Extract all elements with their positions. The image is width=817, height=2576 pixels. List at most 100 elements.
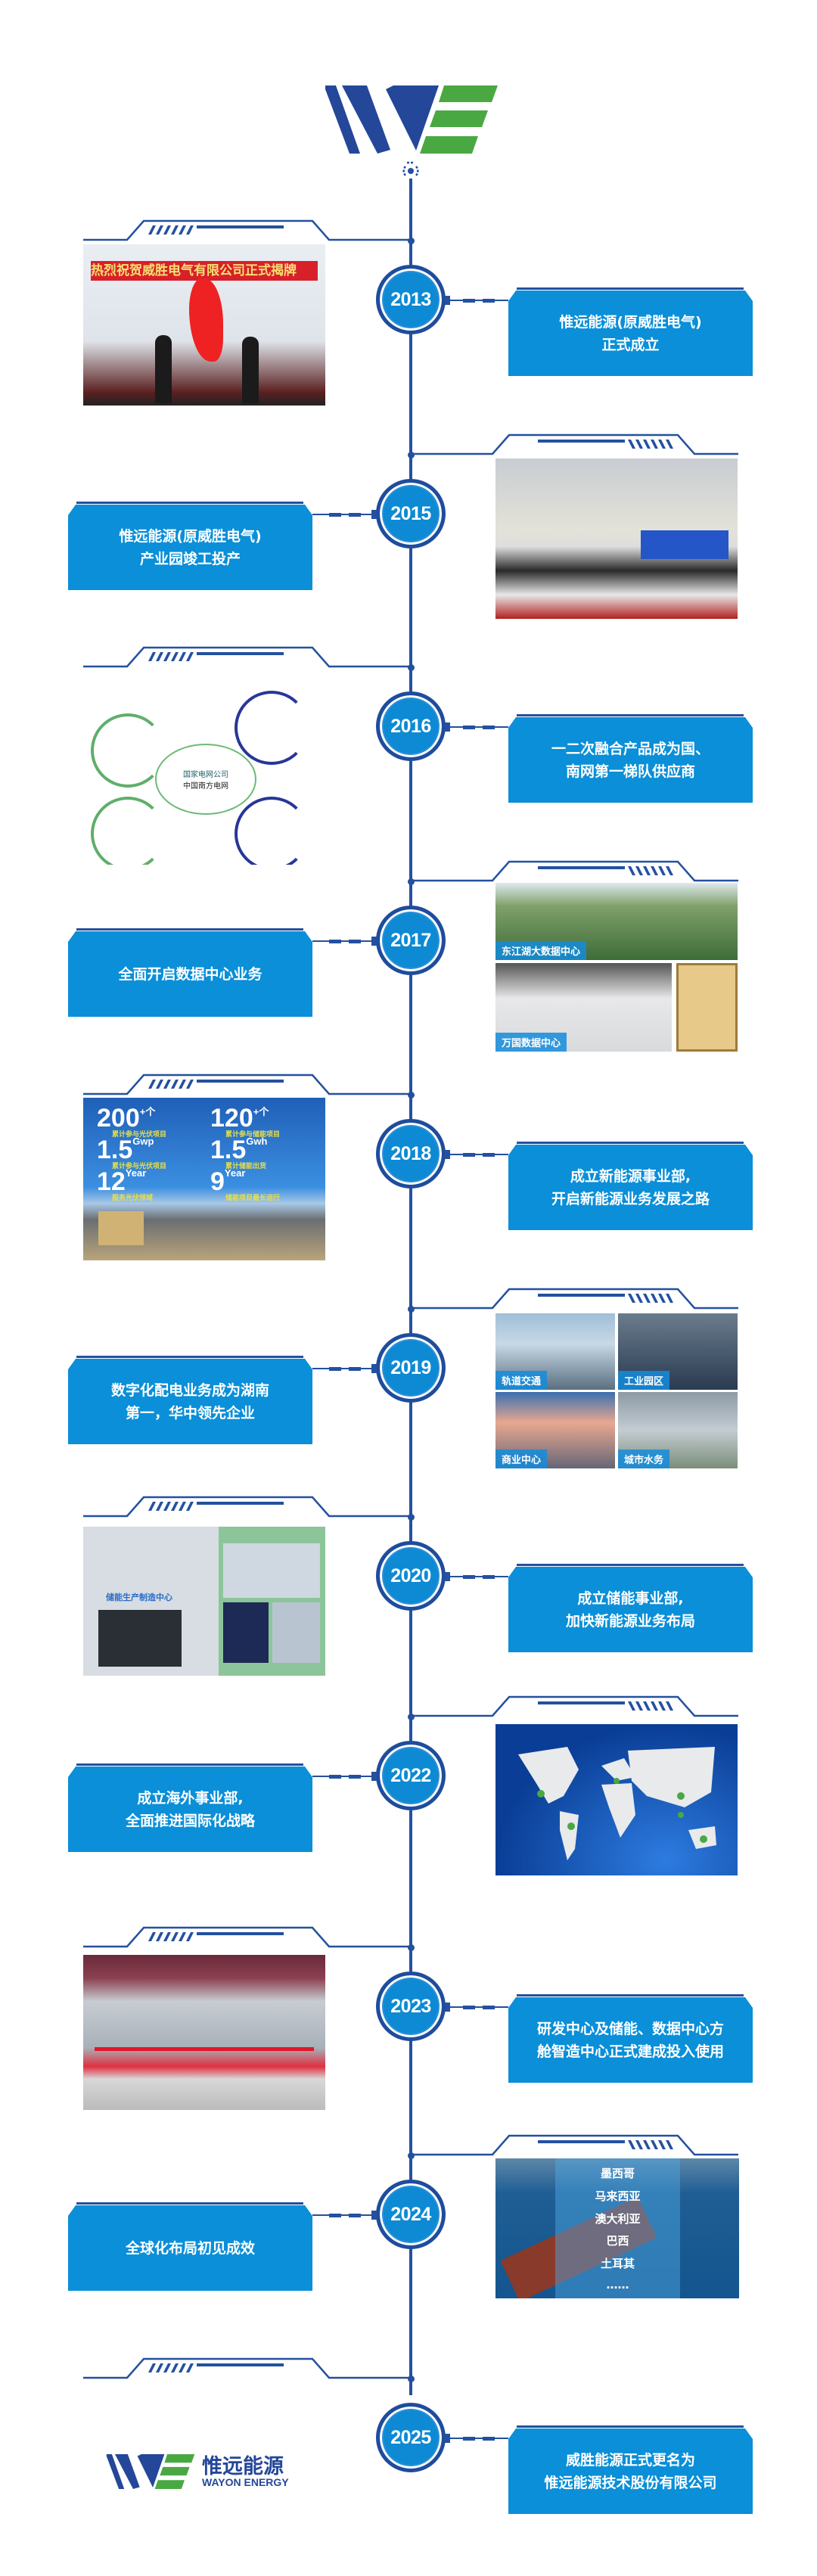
stage-screen [641,530,728,559]
box-top-line [517,714,744,716]
country-label: 澳大利亚 [595,2211,641,2226]
connector-knob [371,510,377,519]
milestone-text-line: 数字化配电业务成为湖南 [110,1381,269,1399]
stat-desc: 累计参与储能项目 [225,1130,281,1138]
connector-line [446,726,508,728]
stat-unit: Year [125,1167,147,1179]
product-ring [235,691,309,765]
year-badge-2013: 2013 [376,265,446,334]
milestone-text-line: 成立新能源事业部, [570,1167,691,1185]
stat-number: 1.5 [210,1136,247,1164]
award-certificate [676,963,738,1052]
grid-photo-label: 轨道交通 [495,1371,548,1390]
connector-knob [371,1772,377,1781]
year-badge-2020: 2020 [376,1541,446,1611]
year-label: 2025 [390,2426,431,2448]
connector-line [446,1154,508,1155]
connector-dash [483,299,495,303]
connector-dash [483,726,495,729]
connector-dash [463,1153,475,1157]
banner-text: 热烈祝贺威胜电气有限公司正式揭牌 [91,261,318,281]
stat-number: 12 [97,1167,126,1196]
timeline-node-dot [408,2152,415,2159]
connector-line [312,1368,375,1369]
year-label: 2017 [390,929,431,951]
country-label: 巴西 [606,2234,629,2248]
year-badge-2023: 2023 [376,1972,446,2041]
connector-line [446,1576,508,1577]
box-top-line [76,1763,303,1766]
year-label: 2022 [390,1764,431,1786]
stat-desc: 累计参与光伏项目 [112,1130,167,1138]
decorative-bracket-frame [83,2357,411,2379]
stat-desc: 服务光伏领域 [112,1194,154,1201]
connector-dash [463,2006,475,2009]
grid-photo-label: 商业中心 [495,1450,548,1468]
milestone-text-line: 研发中心及储能、数据中心方 [536,2020,724,2037]
timeline-node-dot [408,1514,415,1521]
connector-dash [463,1575,475,1579]
world-map-icon [518,1747,716,1860]
product-ring [91,797,165,865]
box-top-line [517,287,744,290]
connector-dash [349,940,361,943]
milestone-box-2015: 惟远能源(原威胜电气)产业园竣工投产 [68,505,312,590]
milestone-text-line: 威胜能源正式更名为 [565,2451,695,2469]
milestone-box-2016: 一二次融合产品成为国、南网第一梯队供应商 [508,717,753,803]
milestone-box-2018: 成立新能源事业部,开启新能源业务发展之路 [508,1145,753,1230]
grid-photo: 轨道交通 [495,1313,615,1390]
box-top-line [76,502,303,504]
brand-name-cn: 惟远能源 [202,2455,284,2478]
connector-knob [445,1572,450,1581]
connector-knob [445,2003,450,2012]
milestone-text-line: 惟远能源(原威胜电气) [559,313,702,331]
connector-line [312,1776,375,1777]
connector-knob [371,937,377,946]
country-label: …… [606,2278,629,2292]
product-ring [235,797,309,865]
factory-door [98,1610,182,1667]
timeline-node-dot [408,452,415,458]
year-badge-2018: 2018 [376,1119,446,1189]
stat-item: 12Year 服务光伏领域 [97,1167,153,1202]
arm-photo [272,1602,320,1663]
connector-knob [445,722,450,732]
connector-dash [349,1367,361,1371]
milestone-text-line: 第一，华中领先企业 [125,1404,255,1422]
timeline-node-dot [408,1944,415,1951]
connector-dash [349,2214,361,2217]
grid-photo: 商业中心 [495,1392,615,1468]
connector-dash [483,1153,495,1157]
milestone-text-line: 全面开启数据中心业务 [118,965,262,983]
country-label: 马来西亚 [595,2189,641,2203]
milestone-text-line: 正式成立 [601,336,660,353]
timeline-node-dot [408,238,415,244]
milestone-box-2025: 威胜能源正式更名为惟远能源技术股份有限公司 [508,2428,753,2514]
logo-china-southern-grid: 中国南方电网 [183,782,228,791]
year-label: 2023 [390,1995,431,2017]
timeline-node-dot [408,1306,415,1313]
stat-item: 120+个累计参与储能项目 [210,1104,280,1139]
stat-desc: 累计储能出货 [225,1162,267,1170]
year-label: 2024 [390,2203,431,2225]
year-badge-2019: 2019 [376,1333,446,1403]
milestone-text-line: 舱智造中心正式建成投入使用 [536,2043,724,2060]
decorative-bracket-frame [83,1496,411,1518]
connector-dash [329,513,341,517]
photo-ribbon-cutting [83,1955,325,2110]
milestone-box-2013: 惟远能源(原威胜电气) 正式成立 [508,291,753,376]
decorative-bracket-frame [83,646,411,668]
year-label: 2013 [390,288,431,310]
decorative-bracket-frame [83,1926,411,1948]
ribbon [95,2047,314,2051]
connector-dash [483,2437,495,2441]
container-unit [98,1211,144,1245]
photo-dongjiang-lake: 东江湖大数据中心 [495,883,738,960]
person-left [155,335,172,403]
country-label: 墨西哥 [600,2166,635,2180]
connector-dash [463,299,475,303]
label-wanguo: 万国数据中心 [495,1033,567,1052]
